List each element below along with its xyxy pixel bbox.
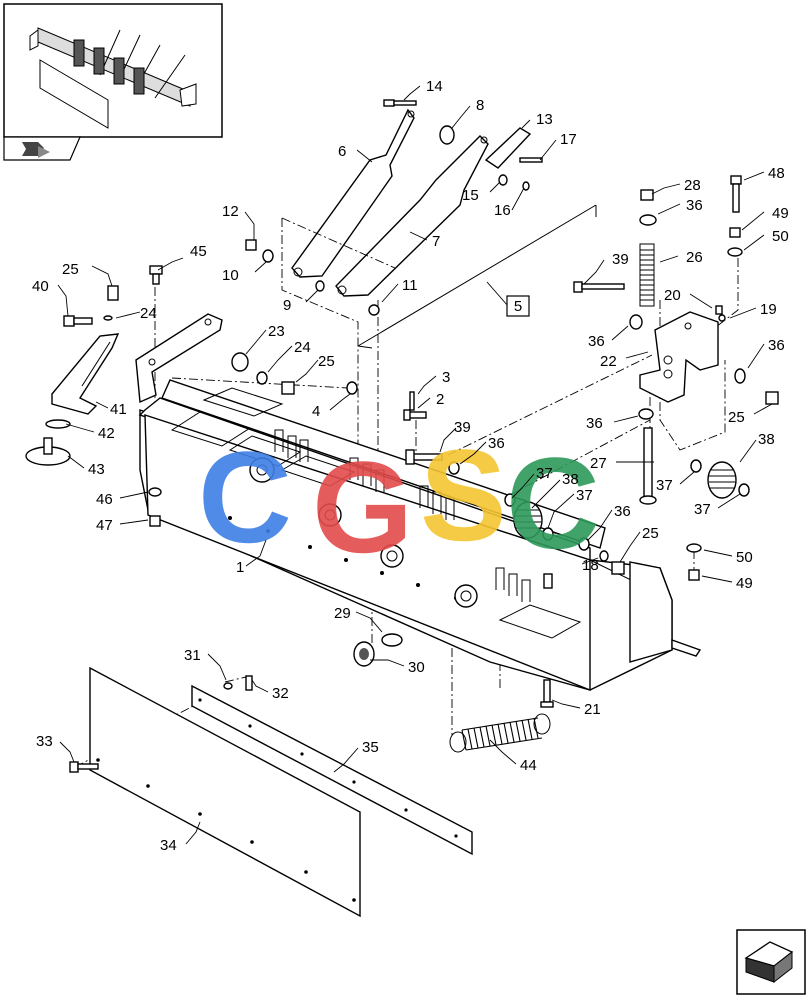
callout-32: 32 <box>272 685 289 702</box>
callout-3: 3 <box>442 369 450 386</box>
callout-29: 29 <box>334 605 351 622</box>
callout-36-right: 36 <box>768 337 785 354</box>
callout-1: 1 <box>236 559 244 576</box>
callout-33: 33 <box>36 733 53 750</box>
callout-24-left: 24 <box>140 305 157 322</box>
nav-arrow-button[interactable] <box>736 929 806 995</box>
callout-6: 6 <box>338 143 346 160</box>
bracket-41 <box>51 333 120 415</box>
callout-20: 20 <box>664 287 681 304</box>
callout-12: 12 <box>222 203 239 220</box>
bolt-48 <box>730 175 742 213</box>
callout-43: 43 <box>88 461 105 478</box>
callout-37-d: 37 <box>694 501 711 518</box>
callout-7: 7 <box>432 233 440 250</box>
watermark-letter: C <box>198 424 292 570</box>
callout-36-top: 36 <box>686 197 703 214</box>
callout-50-top: 50 <box>772 228 789 245</box>
callout-8: 8 <box>476 97 484 114</box>
watermark: C G S C <box>198 422 600 580</box>
callout-37-c: 37 <box>656 477 673 494</box>
callout-10: 10 <box>222 267 239 284</box>
callout-46: 46 <box>96 491 113 508</box>
callout-4: 4 <box>312 403 320 420</box>
callout-44: 44 <box>520 757 537 774</box>
callout-30: 30 <box>408 659 425 676</box>
main-frame <box>138 379 702 692</box>
callout-26: 26 <box>686 249 703 266</box>
callout-39-upper: 39 <box>612 251 629 268</box>
watermark-letter: G <box>312 434 413 580</box>
callout-25-top: 25 <box>62 261 79 278</box>
thumbnail-arrow-icon <box>22 142 50 158</box>
plate-34 <box>89 666 361 918</box>
left-mount-bracket <box>135 313 223 404</box>
small-hardware <box>63 99 779 773</box>
callout-2: 2 <box>436 391 444 408</box>
callout-labels: 14 8 13 17 6 15 16 12 7 45 10 9 11 25 40… <box>32 78 789 854</box>
bracket-22 <box>639 311 719 403</box>
gear-38-left <box>513 501 543 539</box>
callout-49-lower: 49 <box>736 575 753 592</box>
callout-15: 15 <box>462 187 479 204</box>
callout-24-mid: 24 <box>294 339 311 356</box>
strip-35 <box>191 684 473 856</box>
callout-31: 31 <box>184 647 201 664</box>
callout-21: 21 <box>584 701 601 718</box>
callout-14: 14 <box>426 78 443 95</box>
callout-42: 42 <box>98 425 115 442</box>
callout-36-gear: 36 <box>614 503 631 520</box>
callout-22: 22 <box>600 353 617 370</box>
callout-23: 23 <box>268 323 285 340</box>
callout-16: 16 <box>494 202 511 219</box>
callout-37-b: 37 <box>576 487 593 504</box>
callout-17: 17 <box>560 131 577 148</box>
overview-thumbnail <box>3 3 223 161</box>
thumbnail-assembly <box>29 27 197 129</box>
leader-lines <box>57 85 773 845</box>
callout-25-right: 25 <box>728 409 745 426</box>
callout-13: 13 <box>536 111 553 128</box>
callout-25-lower: 25 <box>642 525 659 542</box>
arrow-icon <box>744 941 794 984</box>
callout-36-rod: 36 <box>586 415 603 432</box>
gear-38-right <box>707 461 737 499</box>
callout-39-lower: 39 <box>454 419 471 436</box>
reference-box-label: 5 <box>514 298 522 315</box>
spring-26 <box>639 243 655 307</box>
callout-25-mid: 25 <box>318 353 335 370</box>
flag-brackets <box>274 429 531 602</box>
callout-28: 28 <box>684 177 701 194</box>
foot-43 <box>25 419 71 466</box>
callout-9: 9 <box>283 297 291 314</box>
callout-49-top: 49 <box>772 205 789 222</box>
knob-30 <box>353 633 403 667</box>
callout-38-right: 38 <box>758 431 775 448</box>
callout-19: 19 <box>760 301 777 318</box>
callout-11: 11 <box>402 277 418 294</box>
arm-7 <box>335 135 489 297</box>
callout-40: 40 <box>32 278 49 295</box>
callout-38-left: 38 <box>562 471 579 488</box>
callout-47: 47 <box>96 517 113 534</box>
callout-50-lower: 50 <box>736 549 753 566</box>
callout-27: 27 <box>590 455 607 472</box>
callout-37-a: 37 <box>536 465 553 482</box>
callout-36-bracket: 36 <box>588 333 605 350</box>
watermark-letter: S <box>420 422 507 568</box>
callout-36-lower: 36 <box>488 435 505 452</box>
rod-27 <box>639 427 657 505</box>
arm-6 <box>291 108 415 278</box>
callout-34: 34 <box>160 837 177 854</box>
spring-44 <box>449 713 551 753</box>
callout-41: 41 <box>110 401 127 418</box>
callout-18: 18 <box>582 557 599 574</box>
callout-45: 45 <box>190 243 207 260</box>
watermark-letter: C <box>506 430 600 576</box>
callout-48: 48 <box>768 165 785 182</box>
reference-line: 5 <box>357 204 597 349</box>
callout-35: 35 <box>362 739 379 756</box>
